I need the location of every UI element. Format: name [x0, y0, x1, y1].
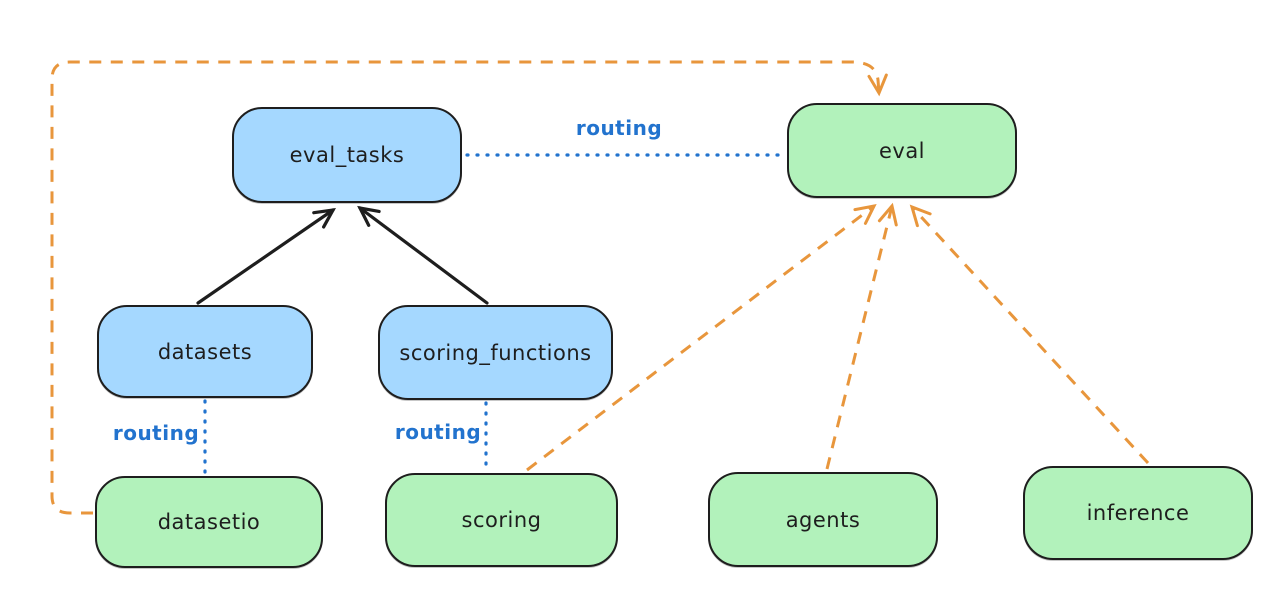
edge-scoring_functions-to-eval_tasks: [357, 205, 489, 305]
node-scoring-functions: scoring_functions: [378, 305, 613, 400]
node-scoring-label: scoring: [461, 508, 542, 532]
node-scoring-functions-label: scoring_functions: [399, 340, 592, 365]
edge-label-routing-datasetio: routing: [112, 421, 200, 445]
edge-agents-to-eval: [825, 202, 898, 470]
edge-inference-to-eval: [909, 204, 1150, 465]
node-agents: agents: [708, 472, 938, 567]
node-eval-label: eval: [878, 138, 926, 163]
node-eval: eval: [787, 103, 1017, 198]
node-scoring: scoring: [385, 473, 618, 567]
node-eval-tasks: eval_tasks: [232, 107, 462, 203]
edge-datasetio-to-eval: [50, 60, 888, 515]
node-datasetio-label: datasetio: [157, 510, 261, 534]
node-datasets-label: datasets: [157, 339, 253, 364]
edge-label-routing-scoring: routing: [394, 420, 482, 444]
edge-datasets-to-eval_tasks: [196, 207, 336, 305]
node-inference-label: inference: [1086, 501, 1190, 525]
node-datasets: datasets: [97, 305, 313, 398]
node-inference: inference: [1023, 466, 1253, 560]
node-datasetio: datasetio: [95, 476, 323, 568]
node-eval-tasks-label: eval_tasks: [289, 143, 405, 167]
edge-scoring-to-eval: [526, 203, 877, 472]
node-agents-label: agents: [785, 507, 861, 532]
edge-label-routing-top: routing: [575, 116, 663, 140]
